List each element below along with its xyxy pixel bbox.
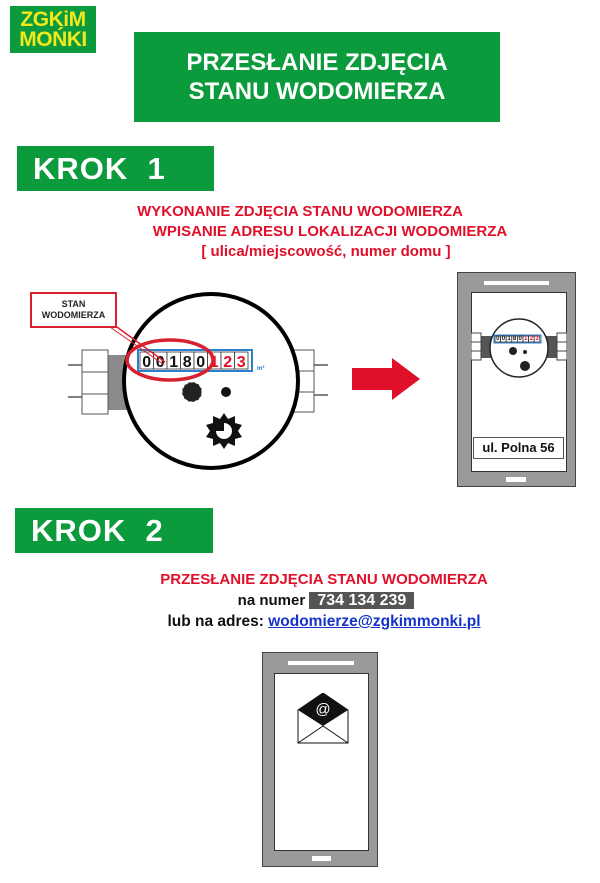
svg-text:@: @ — [315, 701, 330, 718]
callout-line2: WODOMIERZA — [41, 310, 106, 320]
email-prefix: lub na adres: — [167, 613, 264, 630]
meter-digit: 1 — [169, 354, 178, 371]
meter-digit: 0 — [502, 336, 506, 342]
smartphone-icon: @ — [262, 652, 378, 867]
meter-reading-callout: STAN WODOMIERZA — [30, 292, 117, 328]
meter-digit: 8 — [183, 354, 192, 371]
step1-heading: KROK 1 — [17, 146, 214, 191]
step1-line3: [ ulica/miejscowość, numer domu ] — [201, 243, 451, 260]
page-title: PRZESŁANIE ZDJĘCIA STANU WODOMIERZA — [134, 32, 500, 122]
email-link[interactable]: wodomierze@zgkimmonki.pl — [268, 613, 481, 630]
logo-line1: ZGKiM — [20, 8, 86, 31]
meter-digit: 1 — [524, 336, 528, 342]
email-row: lub na adres: wodomierze@zgkimmonki.pl — [24, 613, 600, 631]
meter-digit: 3 — [535, 336, 539, 342]
logo: ZGKiM MOŃKI — [10, 6, 96, 53]
envelope-at-icon: @ — [297, 693, 349, 744]
step1-line2: WPISANIE ADRESU LOKALIZACJI WODOMIERZA — [152, 223, 508, 240]
title-line2: STANU WODOMIERZA — [188, 78, 446, 105]
logo-line2: MOŃKI — [19, 28, 87, 51]
meter-digit: 0 — [496, 336, 500, 342]
meter-digit-cell — [533, 335, 541, 343]
arrow-right-icon — [352, 358, 420, 400]
step1-line1: WYKONANIE ZDJĘCIA STANU WODOMIERZA — [137, 203, 463, 220]
meter-digit-cell — [234, 351, 249, 370]
address-label: ul. Polna 56 — [473, 437, 564, 459]
title-line1: PRZESŁANIE ZDJĘCIA — [186, 49, 448, 76]
meter-digit: 0 — [196, 354, 205, 371]
meter-digit: 2 — [223, 354, 232, 371]
meter-digit: 8 — [513, 336, 517, 342]
meter-digit: 1 — [507, 336, 511, 342]
phone-number[interactable]: 734 134 239 — [309, 592, 415, 609]
meter-digit: 0 — [519, 336, 523, 342]
meter-digit: 3 — [237, 354, 246, 371]
meter-digit: 0 — [142, 354, 151, 371]
meter-digit: 2 — [530, 336, 534, 342]
step2-line1: PRZESŁANIE ZDJĘCIA STANU WODOMIERZA — [160, 571, 488, 588]
number-prefix: na numer — [237, 592, 306, 609]
callout-line1: STAN — [61, 299, 86, 309]
meter-unit: m³ — [257, 365, 264, 372]
step2-heading: KROK 2 — [15, 508, 213, 553]
phone-row: na numer 734 134 239 — [26, 592, 600, 610]
